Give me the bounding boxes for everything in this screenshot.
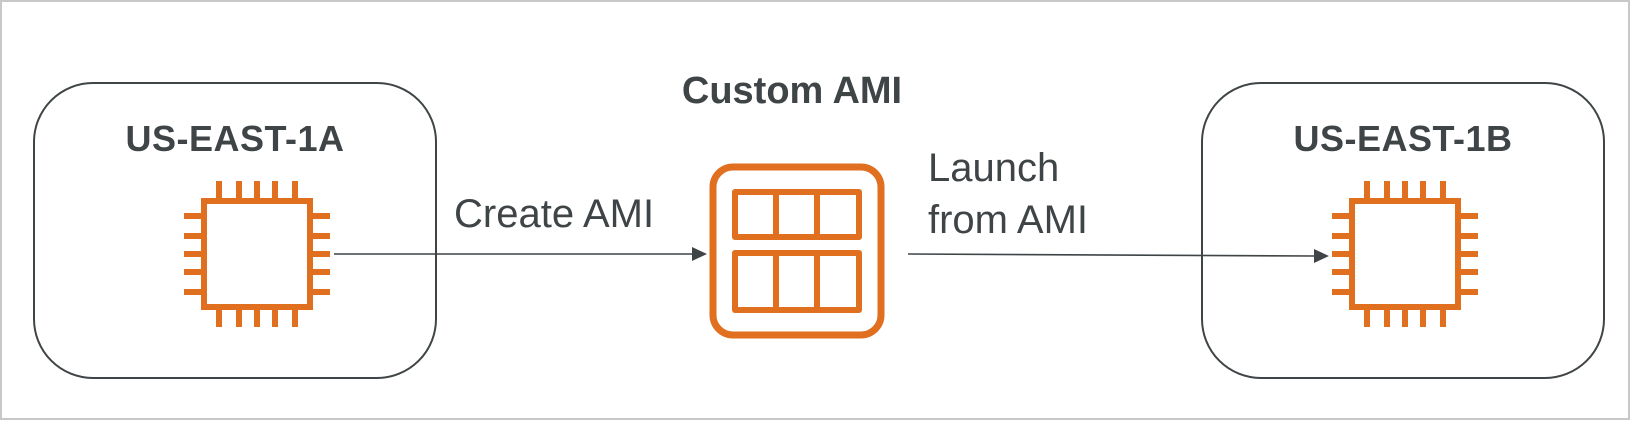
availability-zone-a: US-EAST-1A: [33, 82, 437, 379]
az-a-title: US-EAST-1A: [125, 118, 345, 159]
create-ami-arrowhead: [692, 247, 707, 261]
availability-zone-b: US-EAST-1B: [1201, 82, 1605, 379]
ami-title: Custom AMI: [681, 70, 903, 112]
launch-label-line-1: Launch: [928, 146, 1060, 190]
launch-from-ami-label: Launch from AMI: [928, 142, 1148, 246]
launch-label-line-2: from AMI: [928, 198, 1089, 242]
ec2-instance-chip-icon: [1332, 181, 1478, 327]
ami-grid-icon: [709, 163, 885, 339]
az-b-title: US-EAST-1B: [1293, 118, 1513, 159]
create-ami-label: Create AMI: [454, 192, 655, 236]
ec2-instance-chip-icon: [184, 181, 330, 327]
